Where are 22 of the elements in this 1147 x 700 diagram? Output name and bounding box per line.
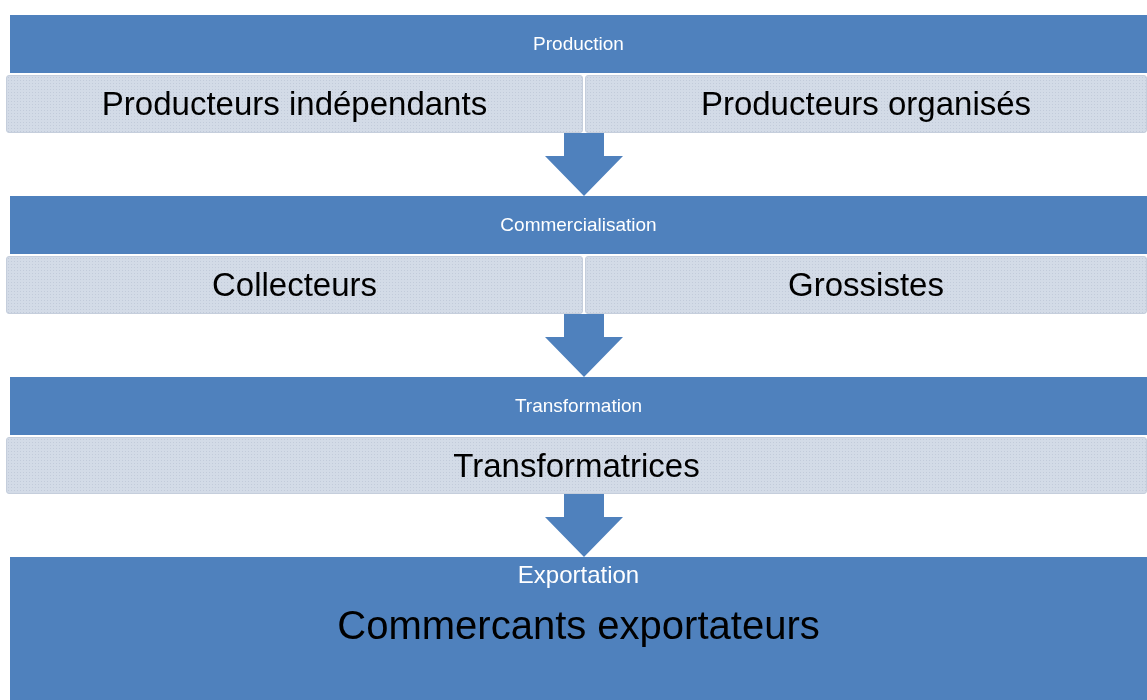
- actor-label: Grossistes: [788, 266, 944, 304]
- stage-title: Transformation: [514, 395, 643, 417]
- stage-header-bar: [10, 15, 1147, 73]
- block-arrow: [545, 314, 623, 377]
- actor-box: [585, 75, 1147, 133]
- actor-box: [6, 437, 1147, 494]
- actor-box: [585, 256, 1147, 314]
- actor-label: Transformatrices: [453, 446, 700, 485]
- actor-label: Commercants exportateurs: [337, 603, 820, 648]
- stage-title: Commercialisation: [500, 214, 657, 236]
- stage-box: [10, 557, 1147, 700]
- actor-label: Collecteurs: [211, 266, 378, 304]
- stage-title: Exportation: [517, 561, 640, 589]
- actor-label: Producteurs organisés: [700, 85, 1032, 123]
- actor-label: Producteurs indépendants: [101, 85, 488, 123]
- stage-header-bar: [10, 377, 1147, 435]
- block-arrow: [545, 494, 623, 557]
- stage-title: Production: [533, 33, 624, 55]
- stage-header-bar: [10, 196, 1147, 254]
- actor-box: [6, 256, 583, 314]
- actor-box: [6, 75, 583, 133]
- block-arrow: [545, 133, 623, 196]
